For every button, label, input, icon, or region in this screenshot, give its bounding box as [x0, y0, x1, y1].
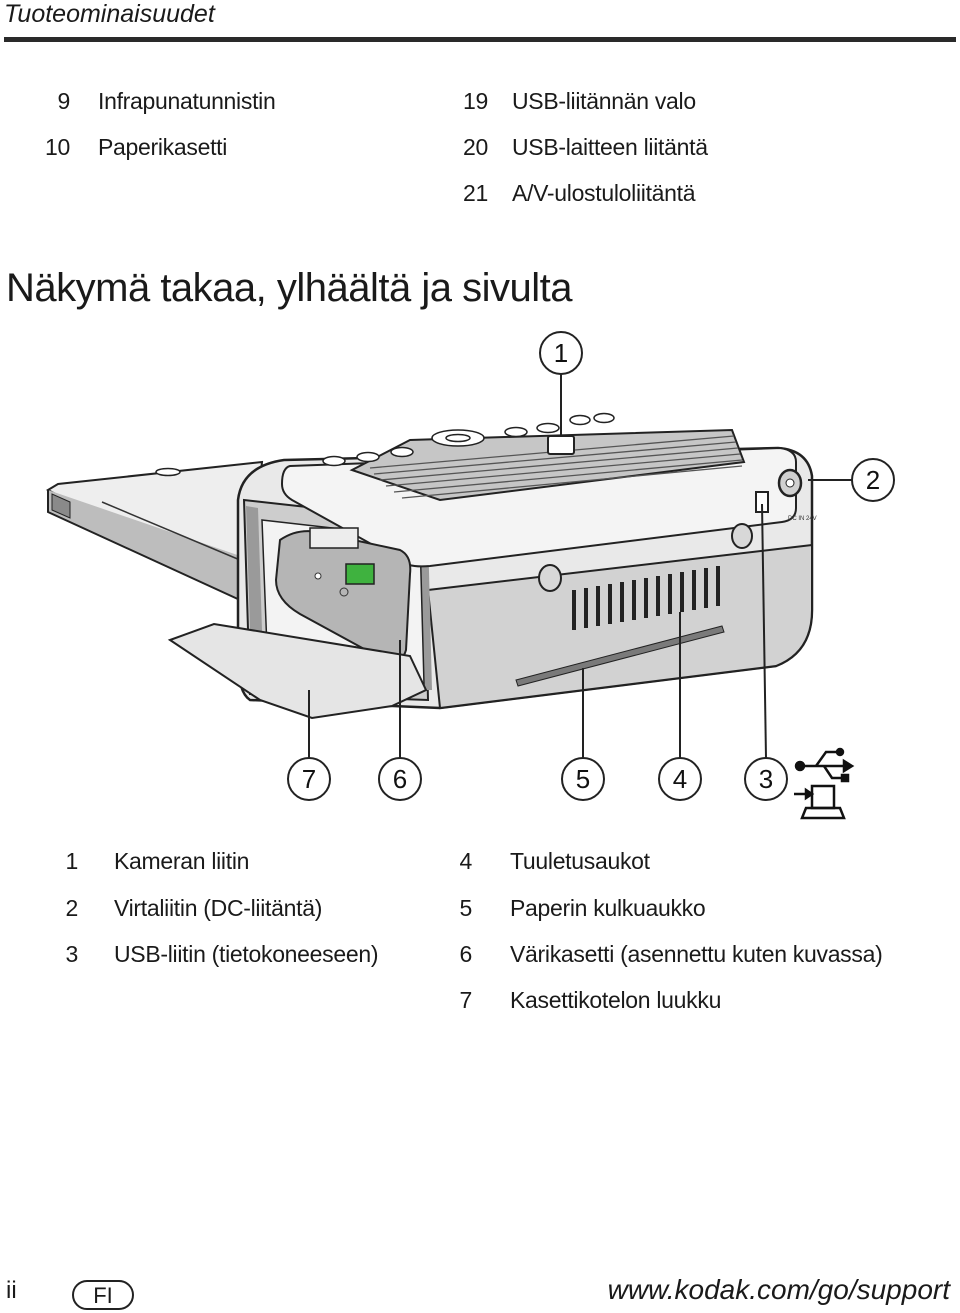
callout-1: 1 [554, 338, 568, 368]
legend-label: Tuuletusaukot [510, 848, 650, 874]
section-title: Näkymä takaa, ylhäältä ja sivulta [6, 266, 573, 310]
callout-7: 7 [302, 764, 316, 794]
legend-number: 4 [459, 848, 473, 874]
header-rule [4, 37, 956, 42]
leader-lines [308, 374, 852, 759]
usb-icon [794, 747, 855, 783]
legend-label: Virtaliitin (DC-liitäntä) [114, 895, 323, 921]
list-item-number: 19 [463, 88, 488, 114]
legend-number: 3 [65, 941, 79, 967]
legend-number: 2 [65, 895, 79, 921]
page-header-title: Tuoteominaisuudet [4, 0, 215, 28]
printer-illustration: DC IN 24V 1 2 7 6 5 4 3 [45, 331, 895, 820]
list-item-number: 10 [45, 134, 70, 160]
support-url[interactable]: www.kodak.com/go/support [607, 1274, 950, 1305]
legend-label: USB-liitin (tietokoneeseen) [114, 941, 379, 967]
computer-icon [794, 784, 846, 820]
callout-2: 2 [866, 465, 880, 495]
list-item-label: USB-laitteen liitäntä [512, 134, 708, 160]
callout-6: 6 [393, 764, 407, 794]
printer-top [280, 412, 797, 568]
list-item-label: Infrapunatunnistin [98, 88, 276, 114]
callout-3: 3 [759, 764, 773, 794]
callout-4: 4 [673, 764, 687, 794]
legend-label: Kameran liitin [114, 848, 250, 874]
callout-5: 5 [576, 764, 590, 794]
page-number: ii [6, 1277, 17, 1304]
legend-label: Kasettikotelon luukku [510, 987, 722, 1013]
legend-number: 6 [459, 941, 473, 967]
dc-in-label: DC IN 24V [788, 516, 817, 522]
list-item-number: 21 [463, 180, 488, 206]
legend-label: Värikasetti (asennettu kuten kuvassa) [510, 941, 883, 967]
legend-number: 5 [459, 895, 473, 921]
list-item-label: A/V-ulostuloliitäntä [512, 180, 696, 206]
legend-number: 1 [65, 848, 79, 874]
paper-tray [45, 460, 264, 602]
list-item-number: 20 [463, 134, 488, 160]
legend-number: 7 [459, 987, 473, 1013]
language-badge: FI [72, 1280, 134, 1310]
cartridge-door [167, 622, 428, 720]
ink-cartridge [274, 527, 412, 664]
list-item-label: Paperikasetti [98, 134, 228, 160]
legend-label: Paperin kulkuaukko [510, 895, 706, 921]
list-item-number: 9 [57, 88, 71, 114]
rear-panel-details: DC IN 24V [515, 468, 817, 687]
list-item-label: USB-liitännän valo [512, 88, 696, 114]
